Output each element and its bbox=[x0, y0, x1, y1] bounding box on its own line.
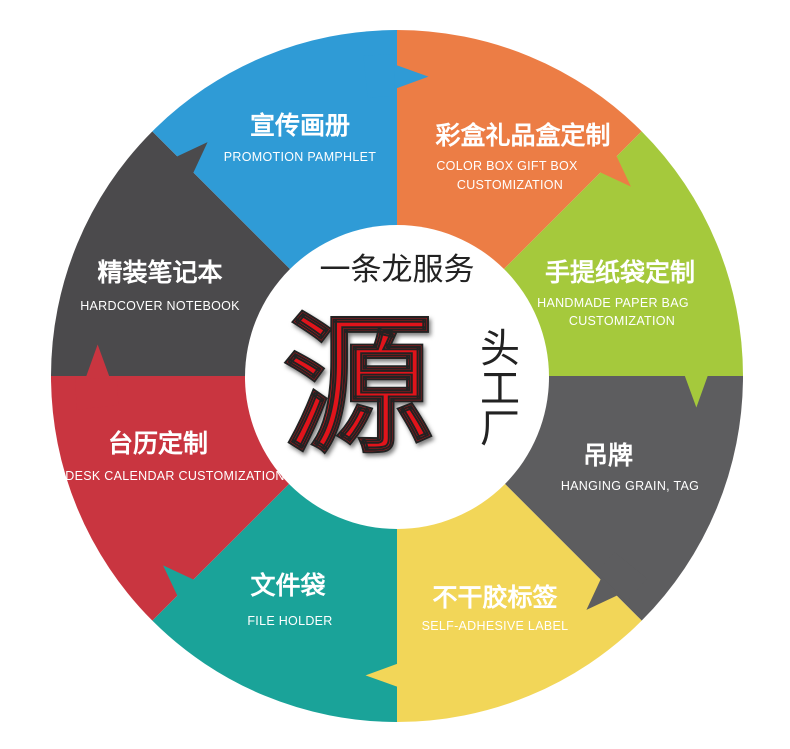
segment-file-holder: 文件袋 FILE HOLDER bbox=[247, 571, 332, 628]
segment-arrows bbox=[75, 54, 719, 698]
arrow-notch-base bbox=[596, 552, 648, 602]
center-tagline: 一条龙服务 bbox=[320, 252, 475, 288]
center-side-char: 厂 bbox=[480, 406, 520, 452]
center-main-character: 源 bbox=[283, 298, 433, 474]
segment-subtitle: CUSTOMIZATION bbox=[569, 314, 675, 328]
segment-title: 彩盒礼品盒定制 bbox=[435, 121, 610, 150]
center-circle bbox=[245, 225, 549, 529]
segment-paper-bag: 手提纸袋定制 HANDMADE PAPER BAG CUSTOMIZATION bbox=[537, 258, 695, 328]
segment-title: 手提纸袋定制 bbox=[545, 258, 695, 287]
segment-title: 精装笔记本 bbox=[97, 258, 222, 287]
segment-notebook: 精装笔记本 HARDCOVER NOTEBOOK bbox=[80, 258, 240, 313]
arrow-notch-base bbox=[75, 378, 119, 410]
center-side-char: 头 bbox=[480, 326, 520, 372]
arrow-notch-base bbox=[675, 342, 719, 374]
arrow-notch-base bbox=[573, 125, 623, 177]
arrow-notch-base bbox=[171, 575, 221, 627]
segment-subtitle: HANDMADE PAPER BAG bbox=[537, 296, 689, 310]
arrow-notch-base bbox=[399, 654, 431, 698]
segment-subtitle: PROMOTION PAMPHLET bbox=[224, 150, 376, 164]
segment-color-box: 彩盒礼品盒定制 COLOR BOX GIFT BOX CUSTOMIZATION bbox=[435, 121, 610, 192]
segment-desk-calendar: 台历定制 DESK CALENDAR CUSTOMIZATION bbox=[65, 429, 284, 483]
arrow-notch-base bbox=[146, 150, 198, 200]
segment-subtitle: DESK CALENDAR CUSTOMIZATION bbox=[65, 469, 284, 483]
segment-title: 不干胶标签 bbox=[432, 583, 558, 612]
segment-title: 宣传画册 bbox=[250, 111, 350, 140]
arrow-notch-base bbox=[363, 54, 395, 98]
segment-subtitle: HARDCOVER NOTEBOOK bbox=[80, 299, 240, 313]
segment-title: 文件袋 bbox=[250, 571, 326, 600]
segment-label: 不干胶标签 SELF-ADHESIVE LABEL bbox=[422, 583, 569, 633]
segment-subtitle: CUSTOMIZATION bbox=[457, 178, 563, 192]
segment-title: 吊牌 bbox=[583, 441, 633, 470]
segment-subtitle: FILE HOLDER bbox=[247, 614, 332, 628]
segment-pamphlet: 宣传画册 PROMOTION PAMPHLET bbox=[224, 111, 376, 164]
center-side-char: 工 bbox=[480, 366, 520, 412]
segment-subtitle: COLOR BOX GIFT BOX bbox=[436, 159, 578, 173]
segment-title: 台历定制 bbox=[108, 429, 208, 458]
segment-subtitle: HANGING GRAIN, TAG bbox=[561, 479, 699, 493]
segment-tag: 吊牌 HANGING GRAIN, TAG bbox=[561, 441, 699, 493]
segment-subtitle: SELF-ADHESIVE LABEL bbox=[422, 619, 569, 633]
